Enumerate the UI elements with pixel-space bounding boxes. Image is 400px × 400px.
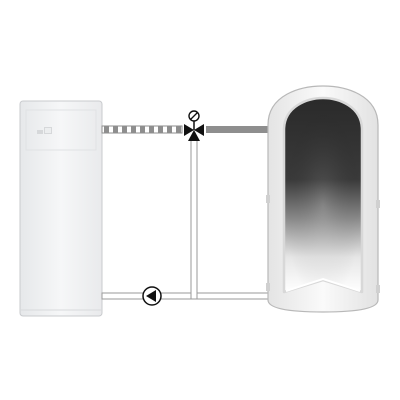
three-way-valve-icon	[184, 110, 204, 141]
return-pipe	[101, 136, 277, 300]
circulation-pump-icon	[142, 286, 162, 306]
hot-flow-pipe	[206, 126, 278, 133]
valve-actuator-icon	[188, 110, 200, 122]
flow-pipe-dashed	[101, 125, 183, 134]
boiler-unit-icon	[19, 100, 103, 317]
brand-logo-icon	[37, 127, 52, 134]
hot-water-cylinder-icon	[266, 85, 380, 313]
